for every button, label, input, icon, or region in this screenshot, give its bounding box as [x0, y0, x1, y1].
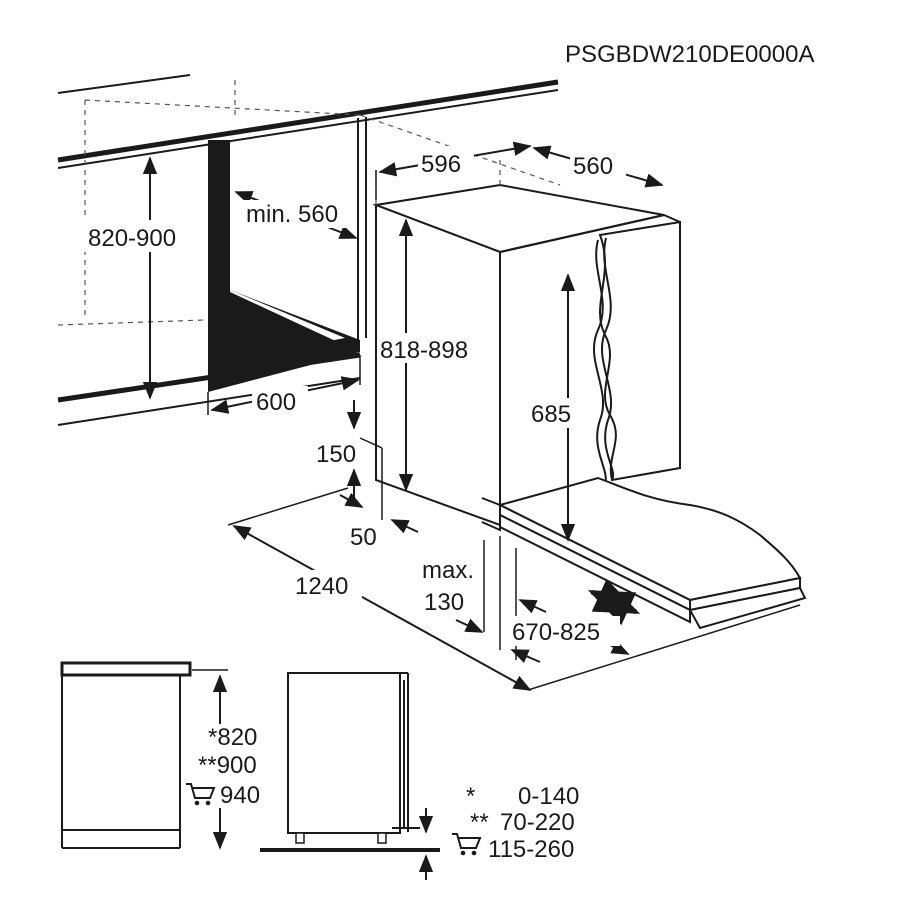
niche-min-depth-label: min. 560: [246, 201, 338, 228]
door-gap-max-label: max.: [422, 557, 474, 584]
cart-icon: [186, 783, 216, 806]
door-opening-total-label: 1240: [295, 573, 348, 600]
plinth-recess-arrow-left: [339, 492, 364, 508]
door-movement-double-arrow: [587, 578, 641, 626]
door-travel-base-arrow: [510, 649, 541, 663]
legend: * 0-140 ** 70-220 115-260: [452, 783, 579, 863]
niche-cabinet: [57, 74, 561, 426]
legend-value-115-260: 115-260: [488, 836, 574, 863]
legend-cart-icon: [452, 833, 482, 856]
plinth-recess-arrow-right: [390, 519, 419, 534]
bottom-cabinet: [60, 661, 192, 849]
appliance-width-label: 596: [421, 151, 461, 178]
appliance-depth-label: 560: [573, 153, 613, 180]
niche-height-label: 820-900: [88, 225, 176, 252]
door-opening-total-dimension: [232, 525, 532, 691]
bottom-height-900: **900: [198, 752, 257, 779]
door-gap-arrow: [455, 618, 484, 633]
legend-marker-single: *: [466, 783, 475, 810]
plinth-height-label: 150: [316, 441, 356, 468]
bottom-height-820: *820: [208, 724, 257, 751]
door-height-label: 685: [531, 401, 571, 428]
legend-marker-double: **: [470, 809, 489, 836]
niche-width-label: 600: [256, 389, 296, 416]
door-travel-arrow-left: [518, 599, 547, 614]
legend-value-70-220: 70-220: [500, 809, 575, 836]
plinth-recess-label: 50: [350, 524, 377, 551]
appliance-height-label: 818-898: [380, 337, 468, 364]
bottom-height-940: 940: [220, 782, 260, 809]
door-gap-max-value: 130: [424, 589, 464, 616]
bottom-appliance: [260, 672, 440, 880]
door-travel-label: 670-825: [512, 619, 600, 646]
legend-value-0-140: 0-140: [518, 783, 579, 810]
model-code: PSGBDW210DE0000A: [565, 41, 814, 68]
